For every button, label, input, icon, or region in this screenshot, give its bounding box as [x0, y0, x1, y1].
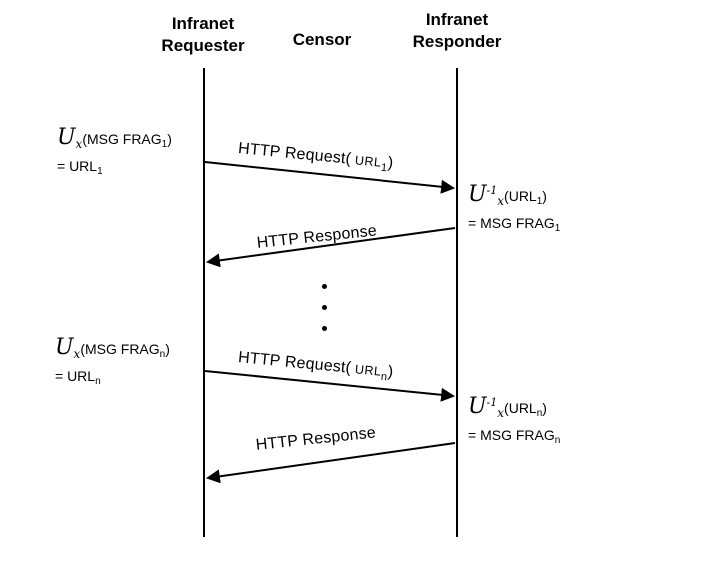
decode-1-argument: (URL	[504, 188, 537, 204]
u-inverse-function-symbol: U	[468, 394, 487, 419]
u-inverse-function-symbol: U	[468, 182, 487, 207]
annotation-encode-n-result: = URLn	[55, 368, 170, 390]
encode-1-argument-subscript: 1	[161, 139, 168, 150]
header-infranet-responder: Infranet Responder	[372, 9, 542, 53]
decode-n-result-text: = MSG FRAG	[468, 427, 555, 443]
u-function-symbol: U	[55, 335, 74, 360]
annotation-encode-1-expression: Ux(MSG FRAG1)	[57, 127, 172, 153]
decode-1-result-subscript: 1	[554, 223, 561, 234]
ellipsis-dot-1	[322, 284, 327, 289]
u-subscript-x: x	[497, 194, 505, 208]
annotation-encode-n: Ux(MSG FRAGn) = URLn	[55, 337, 170, 390]
encode-n-result-text: = URL	[55, 368, 96, 384]
arrow-http-response-1	[205, 227, 456, 268]
header-requester-line2: Requester	[161, 36, 245, 55]
decode-n-argument: (URL	[504, 400, 537, 416]
arrow-http-response-n	[205, 442, 456, 484]
encode-1-result-text: = URL	[57, 158, 98, 174]
decode-1-argument-subscript: 1	[536, 196, 543, 207]
annotation-decode-1: U-1x(URL1) = MSG FRAG1	[468, 182, 560, 237]
annotation-decode-n: U-1x(URLn) = MSG FRAGn	[468, 394, 560, 449]
annotation-decode-1-result: = MSG FRAG1	[468, 215, 560, 237]
decode-n-argument-subscript: n	[536, 408, 543, 419]
annotation-decode-1-expression: U-1x(URL1)	[468, 182, 560, 210]
encode-n-argument: (MSG FRAG	[80, 341, 160, 357]
u-superscript-inverse: -1	[486, 396, 498, 409]
decode-1-result-text: = MSG FRAG	[468, 215, 555, 231]
u-subscript-x: x	[75, 137, 83, 151]
annotation-encode-1: Ux(MSG FRAG1) = URL1	[57, 127, 172, 180]
header-censor-label: Censor	[292, 30, 352, 49]
request-n-url: URL	[350, 361, 383, 379]
annotation-encode-n-expression: Ux(MSG FRAGn)	[55, 337, 170, 363]
encode-n-argument-subscript: n	[159, 349, 166, 360]
arrow-http-request-1	[204, 161, 456, 194]
encode-1-result-subscript: 1	[97, 166, 103, 177]
request-1-url: URL	[350, 152, 383, 170]
encode-n-result-subscript: n	[95, 376, 101, 387]
header-infranet-requester: Infranet Requester	[118, 13, 288, 57]
u-function-symbol: U	[57, 125, 76, 150]
u-subscript-x: x	[73, 347, 81, 361]
decode-n-close-paren: )	[542, 400, 547, 416]
annotation-decode-n-result: = MSG FRAGn	[468, 427, 560, 449]
annotation-encode-1-result: = URL1	[57, 158, 172, 180]
header-requester-line1: Infranet	[171, 14, 235, 33]
ellipsis-dot-3	[322, 326, 327, 331]
u-subscript-x: x	[497, 406, 505, 420]
annotation-decode-n-expression: U-1x(URLn)	[468, 394, 560, 422]
encode-n-close-paren: )	[165, 341, 170, 357]
ellipsis-dot-2	[322, 305, 327, 310]
arrow-http-request-n	[204, 370, 456, 402]
encode-1-close-paren: )	[167, 131, 172, 147]
header-censor: Censor	[282, 29, 362, 51]
header-responder-line2: Responder	[412, 32, 502, 51]
u-superscript-inverse: -1	[486, 184, 498, 197]
decode-n-result-subscript: n	[554, 435, 561, 446]
header-responder-line1: Infranet	[425, 10, 489, 29]
encode-1-argument: (MSG FRAG	[82, 131, 162, 147]
decode-1-close-paren: )	[542, 188, 547, 204]
